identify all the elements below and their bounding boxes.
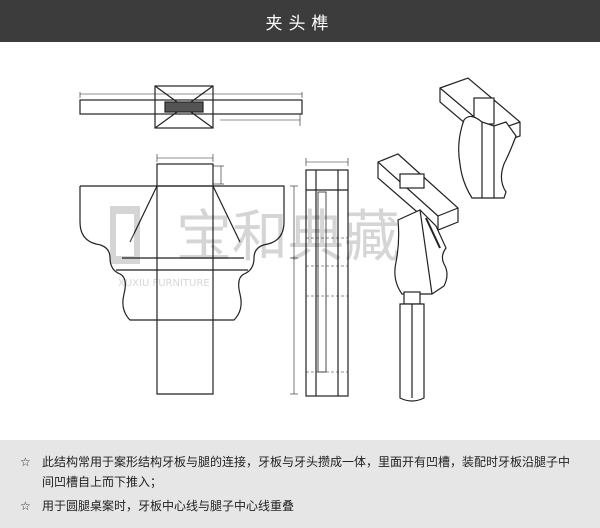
note-text: 用于圆腿桌案时，牙板中心线与腿子中心线重叠 — [42, 499, 295, 513]
plan-view — [79, 85, 303, 129]
isometric-exploded-joint — [377, 153, 459, 402]
page-title: 夹头榫 — [265, 13, 335, 34]
note-text: 此结构常用于案形结构牙板与腿的连接，牙板与牙头攒成一体，里面开有凹槽，装配时牙板… — [42, 455, 571, 489]
title-bar: 夹头榫 — [0, 0, 600, 42]
star-outline-icon: ☆ — [20, 499, 31, 513]
technical-drawing: 宝和典藏 XUXIU FURNITURE — [0, 42, 600, 440]
note-item: ☆ 此结构常用于案形结构牙板与腿的连接，牙板与牙头攒成一体，里面开有凹槽，装配时… — [20, 452, 580, 492]
note-item: ☆ 用于圆腿桌案时，牙板中心线与腿子中心线重叠 — [20, 496, 580, 516]
watermark-logo-mark — [110, 206, 140, 264]
drawing-canvas: 宝和典藏 XUXIU FURNITURE — [79, 77, 521, 402]
watermark-sub-text: XUXIU FURNITURE — [118, 278, 210, 289]
isometric-top-joint — [439, 77, 521, 199]
watermark-logo-text: 宝和典藏 — [176, 205, 400, 270]
star-outline-icon: ☆ — [20, 455, 31, 469]
side-elevation — [305, 158, 349, 397]
watermark: 宝和典藏 XUXIU FURNITURE — [110, 205, 400, 289]
notes-panel: ☆ 此结构常用于案形结构牙板与腿的连接，牙板与牙头攒成一体，里面开有凹槽，装配时… — [0, 440, 600, 528]
front-elevation — [79, 154, 298, 395]
